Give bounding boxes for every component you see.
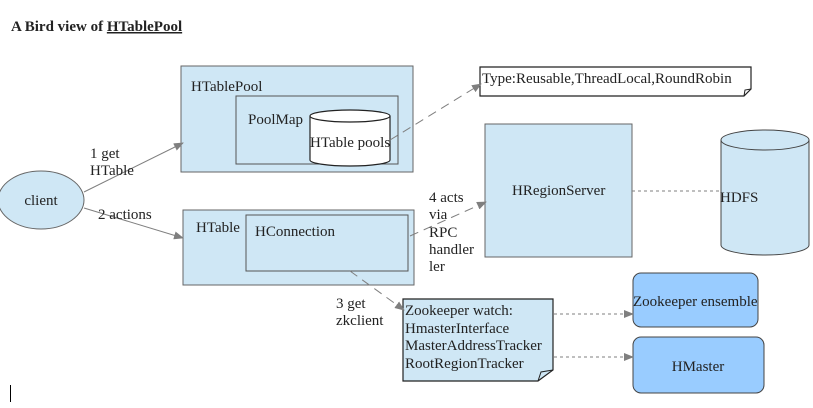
htable-label: HTable (196, 220, 240, 236)
zookeeper-ensemble-node[interactable]: Zookeeper ensemble (632, 272, 759, 328)
zookeeper-watch-text: Zookeeper watch: HmasterInterface Master… (405, 303, 546, 372)
zookeeper-ensemble-label: Zookeeper ensemble (633, 294, 758, 310)
text-cursor (10, 385, 11, 402)
edge-label-acts-via-rpc: 4 acts via RPC handler ler (429, 190, 478, 275)
edge-hconnection-to-zookeeper (349, 270, 405, 311)
hconnection-label: HConnection (255, 224, 335, 240)
edge-pools-to-type-note (389, 83, 482, 141)
edge-label-actions: 2 actions (98, 207, 152, 223)
hconnection-node[interactable]: HConnection (245, 214, 409, 272)
hregionserver-node[interactable]: HRegionServer (484, 123, 633, 258)
edge-client-to-htablepool (83, 142, 184, 193)
htable-pools-cylinder[interactable]: HTable pools (309, 109, 391, 167)
edge-client-to-htable (83, 207, 184, 240)
hregionserver-label: HRegionServer (512, 183, 605, 199)
client-label: client (24, 193, 58, 209)
edge-label-get-zkclient: 3 get zkclient (336, 296, 384, 329)
diagram-title: A Bird view of HTablePool (11, 19, 182, 35)
poolmap-label: PoolMap (248, 112, 303, 128)
type-note[interactable]: Type:Reusable,ThreadLocal,RoundRobin (479, 66, 752, 97)
edge-label-get-htable: 1 get HTable (90, 146, 134, 179)
client-node[interactable]: client (0, 170, 85, 230)
hdfs-label: HDFS (720, 190, 758, 206)
hmaster-label: HMaster (672, 359, 725, 375)
htablepool-label: HTablePool (191, 79, 262, 95)
zookeeper-watch-note[interactable]: Zookeeper watch: HmasterInterface Master… (402, 298, 554, 382)
hmaster-node[interactable]: HMaster (632, 336, 765, 394)
hdfs-cylinder[interactable]: HDFS (720, 129, 810, 256)
htable-pools-label: HTable pools (310, 135, 390, 151)
type-note-label: Type:Reusable,ThreadLocal,RoundRobin (482, 71, 732, 87)
